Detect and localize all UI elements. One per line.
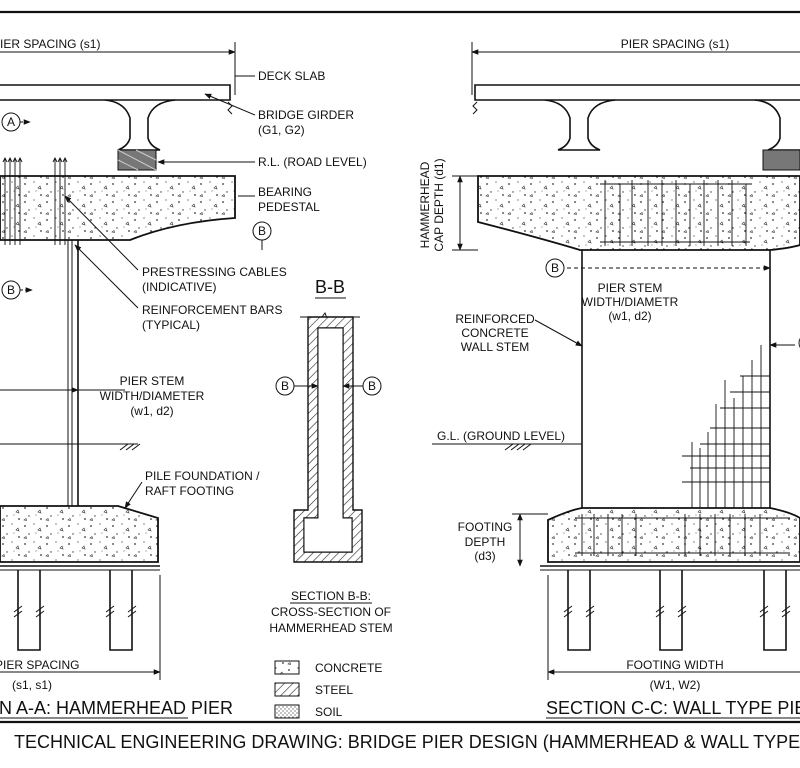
legend-soil-label: SOIL — [315, 705, 343, 719]
main-title: TECHNICAL ENGINEERING DRAWING: BRIDGE PI… — [14, 732, 800, 752]
bottom-spacing-label: PIER SPACING — [0, 658, 79, 672]
pile-group — [13, 570, 137, 651]
svg-text:(w1, d2): (w1, d2) — [608, 309, 651, 323]
svg-text:B: B — [368, 379, 376, 393]
svg-text:WIDTH/DIAMETER: WIDTH/DIAMETER — [100, 389, 205, 403]
reinforcement-bars-label: REINFORCEMENT BARS — [142, 303, 282, 317]
svg-text:B: B — [258, 224, 266, 238]
hammerhead-cap — [0, 175, 236, 241]
hammerhead-pier-view: PIER SPACING (s1) A B — [0, 37, 367, 719]
svg-text:B: B — [7, 283, 15, 297]
wall-stem-label: REINFORCED — [455, 312, 535, 326]
svg-text:HAMMERHEAD STEM: HAMMERHEAD STEM — [269, 621, 392, 635]
prestressing-cables — [2, 156, 68, 245]
deck-slab — [0, 84, 231, 101]
footing-width-label: FOOTING WIDTH — [626, 658, 723, 672]
wall-pier-cap — [477, 175, 800, 251]
road-level-label: R.L. (ROAD LEVEL) — [258, 155, 367, 169]
prestressing-cables-label: PRESTRESSING CABLES — [142, 265, 287, 279]
svg-text:(W1, W2): (W1, W2) — [650, 678, 701, 692]
svg-text:RAFT FOOTING: RAFT FOOTING — [145, 484, 234, 498]
cap-depth-label: HAMMERHEAD — [418, 161, 432, 248]
svg-text:WALL STEM: WALL STEM — [461, 340, 529, 354]
wall-pier-view-title: SECTION C-C: WALL TYPE PIER — [546, 698, 800, 718]
deck-slab-label: DECK SLAB — [258, 69, 325, 83]
svg-text:(G1, G2): (G1, G2) — [258, 123, 305, 137]
svg-text:PEDESTAL: PEDESTAL — [258, 200, 320, 214]
wall-type-pier-view: PIER SPACING (s1) HAMMERHEAD CAP DEPTH (… — [418, 37, 800, 719]
ground-level-label: G.L. (GROUND LEVEL) — [437, 429, 565, 443]
svg-text:WIDTH/DIAMETR: WIDTH/DIAMETR — [582, 295, 679, 309]
svg-text:(w1, d2): (w1, d2) — [130, 404, 173, 418]
svg-text:B: B — [551, 261, 559, 275]
svg-text:(INDICATIVE): (INDICATIVE) — [142, 280, 216, 294]
section-b-b-caption: SECTION B-B: — [291, 589, 371, 603]
raft-footing — [0, 505, 159, 563]
section-b-b-view: B-B B B SECTION B-B: CROSS-SECTION OF HA… — [269, 277, 392, 719]
bearing-pedestal-label: BEARING — [258, 185, 312, 199]
pile-foundation-label: PILE FOUNDATION / — [145, 469, 260, 483]
legend-steel-swatch — [274, 682, 300, 697]
legend-steel-label: STEEL — [315, 683, 353, 697]
wall-stem-width-label: PIER STEM — [598, 281, 663, 295]
wall-rebar — [682, 342, 795, 510]
svg-text:(TYPICAL): (TYPICAL) — [142, 318, 200, 332]
pier-spacing-label: PIER SPACING (s1) — [0, 37, 100, 51]
svg-text:DEPTH: DEPTH — [465, 535, 506, 549]
legend-soil-swatch — [274, 704, 300, 719]
section-b-b-title: B-B — [315, 277, 345, 297]
legend-concrete-label: CONCRETE — [315, 661, 382, 675]
svg-text:B: B — [281, 379, 289, 393]
svg-text:(s1, s1): (s1, s1) — [12, 678, 52, 692]
wall-pile-group — [563, 570, 791, 651]
svg-text:A: A — [7, 115, 15, 129]
pier-spacing-right-label: PIER SPACING (s1) — [621, 37, 729, 51]
bridge-girder — [104, 99, 176, 151]
pier-stem-label: PIER STEM — [120, 374, 185, 388]
legend-concrete-swatch — [274, 660, 300, 675]
legend: CONCRETE STEEL SOIL — [274, 660, 382, 719]
footing-depth-label: FOOTING — [458, 520, 513, 534]
bridge-girder-label: BRIDGE GIRDER — [258, 108, 354, 122]
hammerhead-view-title: SECTION A-A: HAMMERHEAD PIER — [0, 698, 233, 718]
svg-text:(d3): (d3) — [474, 549, 495, 563]
pier-stem — [0, 240, 79, 510]
svg-text:CROSS-SECTION OF: CROSS-SECTION OF — [271, 605, 391, 619]
svg-text:CONCRETE: CONCRETE — [461, 326, 528, 340]
wall-footing — [547, 507, 800, 563]
svg-text:CAP DEPTH (d1): CAP DEPTH (d1) — [432, 158, 446, 251]
section-marker-b-right — [545, 258, 565, 278]
